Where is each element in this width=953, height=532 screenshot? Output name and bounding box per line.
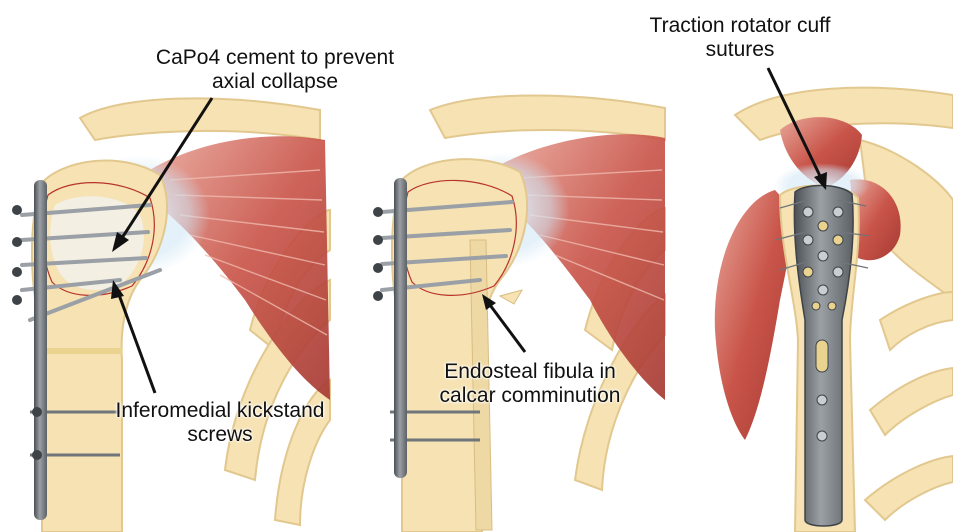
endosteal-fibula-label: Endosteal fibula in calcar comminution xyxy=(395,360,665,408)
fibula-label-line1: Endosteal fibula in xyxy=(395,360,665,384)
rib-shape xyxy=(870,368,953,435)
subscapularis-muscle-shape xyxy=(715,190,791,440)
fibula-arrow-line xyxy=(490,305,525,352)
locking-plate xyxy=(34,180,47,520)
traction-sutures-label: Traction rotator cuff sutures xyxy=(600,14,880,62)
graft-marker xyxy=(40,348,122,354)
middle-panel-illustration xyxy=(373,96,665,532)
traction-label-line1: Traction rotator cuff xyxy=(600,14,880,38)
fibula-label-line2: calcar comminution xyxy=(395,384,665,408)
right-panel-illustration xyxy=(715,88,953,532)
capo4-label-line2: axial collapse xyxy=(95,70,455,94)
traction-label-line2: sutures xyxy=(600,38,880,62)
kickstand-label-line1: Inferomedial kickstand xyxy=(40,399,400,423)
clavicle-shape xyxy=(430,96,665,141)
kickstand-arrow-line xyxy=(118,292,155,393)
capo4-cement-label: CaPo4 cement to prevent axial collapse xyxy=(95,46,455,94)
humerus-shape xyxy=(392,159,527,532)
bone-fragment xyxy=(500,290,522,304)
capo4-label-line1: CaPo4 cement to prevent xyxy=(95,46,455,70)
kickstand-screws-label: Inferomedial kickstand screws xyxy=(40,399,400,447)
rib-shape xyxy=(880,292,953,350)
rib-shape xyxy=(865,456,953,520)
kickstand-label-line2: screws xyxy=(40,423,400,447)
plate-holes xyxy=(373,207,383,301)
